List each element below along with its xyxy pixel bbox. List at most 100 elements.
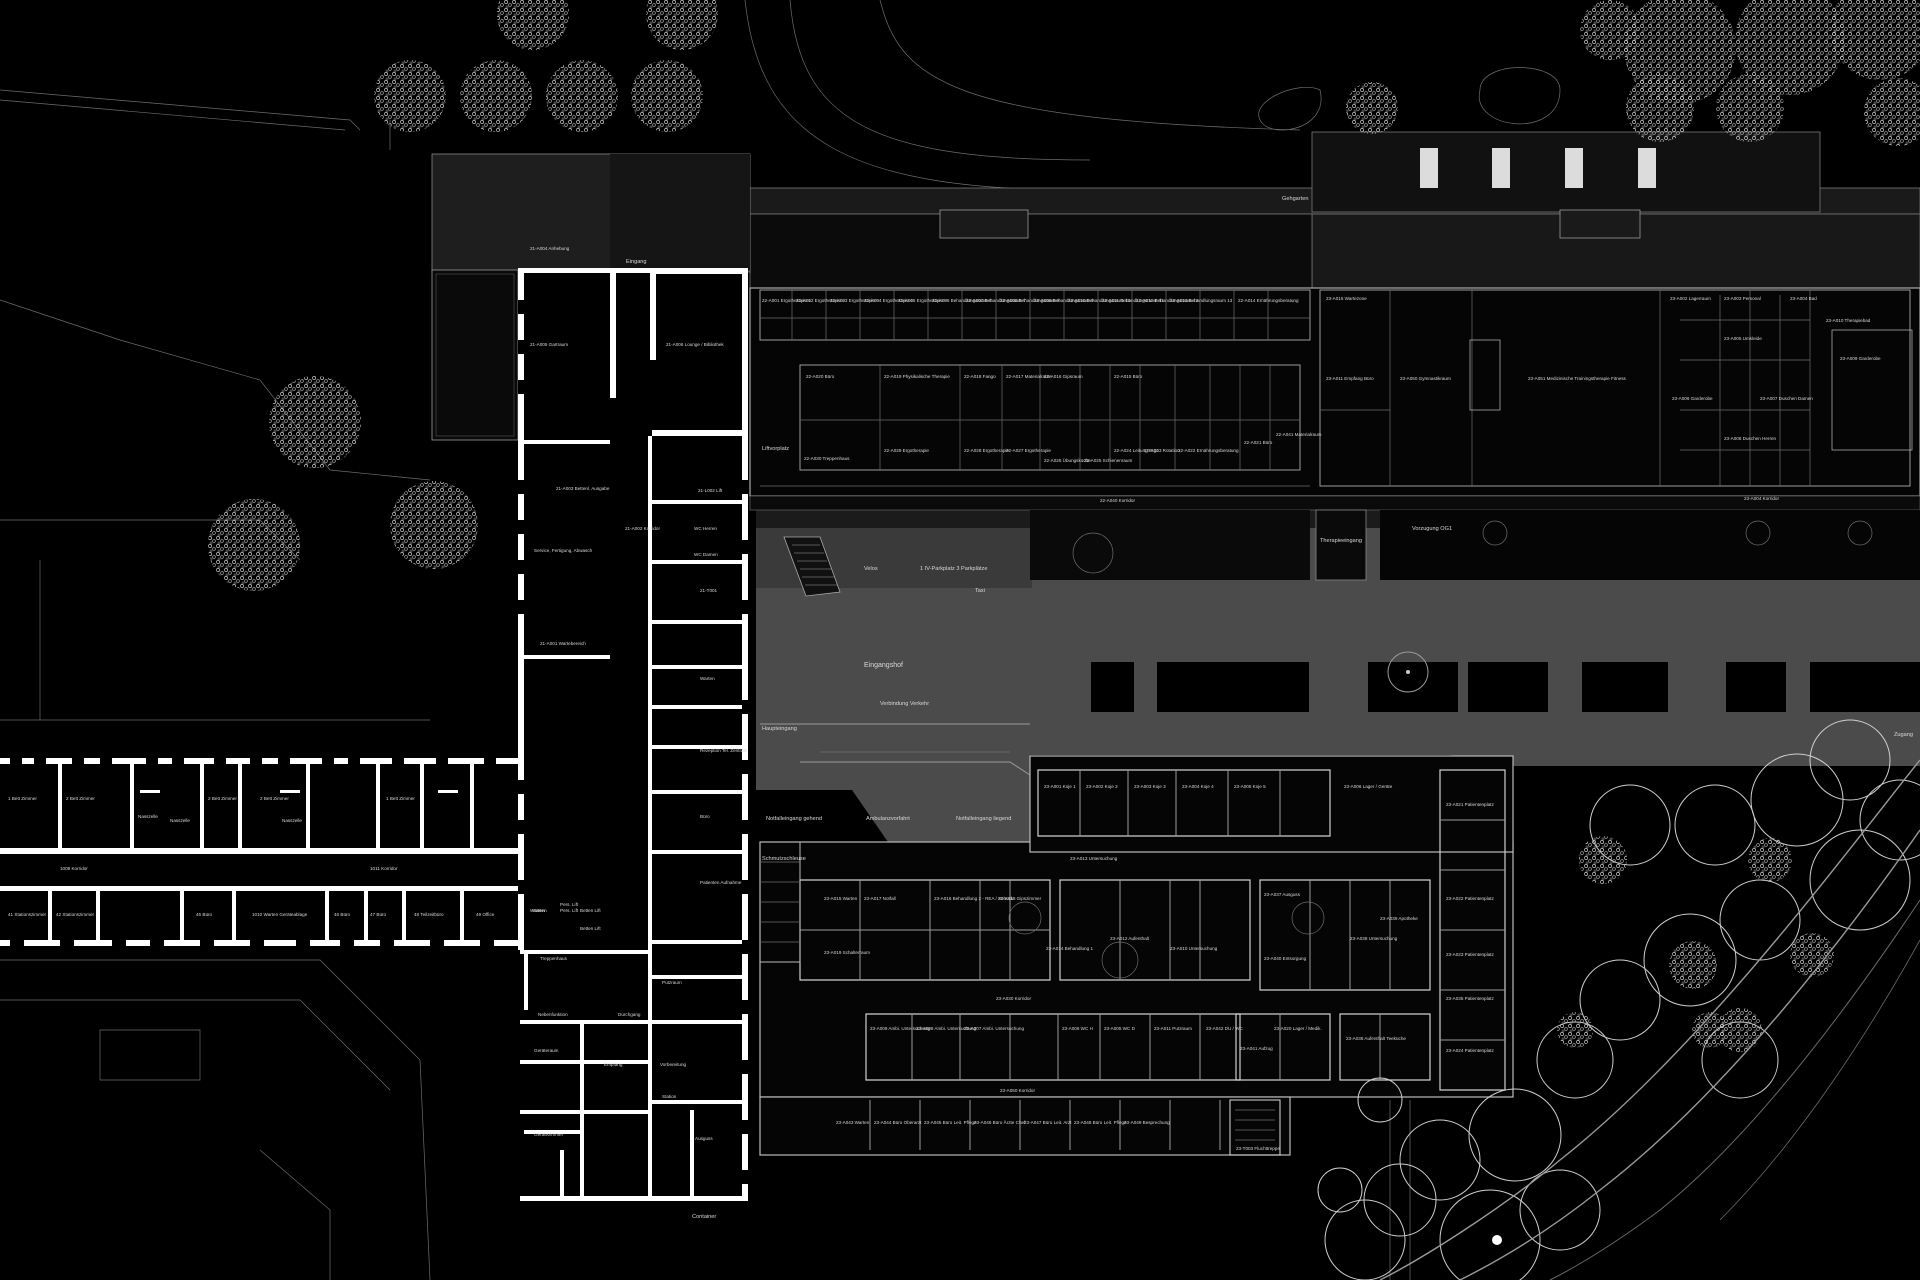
room-label: 22-A018 Fango <box>964 374 996 379</box>
room-label: Warten <box>532 908 547 913</box>
room-label: 23-A006 Lager / Geräte <box>1344 784 1393 789</box>
windows-west-wing <box>10 300 748 1184</box>
room-label: 23-A018 Gipszimmer <box>998 896 1042 901</box>
room-label: 22-A028 Ergotherapie <box>964 448 1009 453</box>
room-label: 23-A036 Aufenthalt Teeküche <box>1346 1036 1406 1041</box>
label-container: Container <box>692 1214 716 1220</box>
room-label: 23-A005 WC D <box>1104 1026 1136 1031</box>
room-label: Station <box>662 1094 677 1099</box>
room-label: 49 Office <box>476 912 495 917</box>
room-label: 47 Büro <box>370 912 387 917</box>
room-label: 2 Bett Zimmer <box>260 796 289 801</box>
garden-circles <box>1317 719 1920 1280</box>
room-label: 21-A006 Lounge / Bibliothek <box>666 342 724 347</box>
room-label: 23-A002 Lagerraum <box>1670 296 1711 301</box>
room-label: 23-A020 Lager / Medik. <box>1274 1026 1322 1031</box>
room-label: 22-A014 Ernährungsberatung <box>1238 298 1299 303</box>
room-label: 22-A002 Ergotherapie 2 <box>796 298 845 303</box>
room-label: Betten Lift <box>580 926 601 931</box>
label-therapieeingang: Therapieeingang <box>1320 538 1362 544</box>
room-label: 23-A043 Warten <box>836 1120 870 1125</box>
room-label: 23-A047 Büro Leit. Arzt <box>1024 1120 1072 1125</box>
room-label: 23-A008 Ambi. Untersuchung <box>916 1026 976 1031</box>
room-label: 22-A040 Korridor <box>1100 498 1135 503</box>
room-label: Pers. Lift <box>560 902 579 907</box>
label-taxi: Taxi <box>975 588 985 594</box>
curved-road <box>1379 759 1920 1280</box>
room-label: 23-A044 Büro Oberarzt <box>874 1120 922 1125</box>
room-label: 23-A039 Apotheke <box>1380 916 1418 921</box>
room-label: 23-A030 Korridor <box>996 996 1031 1001</box>
room-label: 23-A048 Büro Leit. Pflege <box>1074 1120 1127 1125</box>
label-eingangshof: Eingangshof <box>864 662 903 669</box>
room-label: 22-A017 Materialraum <box>1006 374 1052 379</box>
room-label: 48 Teilzeitbüro <box>414 912 444 917</box>
room-label: 23-A006 WC H <box>1062 1026 1093 1031</box>
room-label: Warten <box>530 908 545 913</box>
room-label: 23-A040 Entsorgung <box>1264 956 1307 961</box>
room-label: 23-A023 Patientenplatz <box>1446 952 1494 957</box>
room-label: Nasszelle <box>138 814 158 819</box>
room-label: Empfang <box>604 1062 623 1067</box>
room-label: 22-A001 Ergotherapie 1 <box>762 298 811 303</box>
wing-23-north-labels: 23-A015 Wartezone 23-A011 Empfang Büro 2… <box>1326 296 1881 501</box>
room-label: 23-A050 Gymnastikraum <box>1400 376 1451 381</box>
room-label: 23-A004 Bad <box>1790 296 1817 301</box>
room-label: 23-A015 Warten <box>824 896 858 901</box>
room-label: Nebenfunktion <box>538 1012 568 1017</box>
room-label: 21-L002 Lift <box>698 488 723 493</box>
room-label: 23-A013 Untersuchung <box>1070 856 1118 861</box>
room-label: 22-A006 Behandlungsraum 6 <box>932 298 992 303</box>
label-haupteingang: Haupteingang <box>762 726 797 732</box>
emergency-wing-23 <box>759 755 1514 1156</box>
room-label: 22-A030 Treppenhaus <box>804 456 850 461</box>
room-label: WC Herren <box>694 526 717 531</box>
room-label: 22-A016 Gipsraum <box>1044 374 1083 379</box>
room-label: 22-A012 Behandlungsraum 12 <box>1136 298 1199 303</box>
room-label: 23-A021 Patientenplatz <box>1446 802 1494 807</box>
room-label: 23-A022 Patientenplatz <box>1446 896 1494 901</box>
room-label: Putzraum <box>662 980 682 985</box>
room-label: 22-A025 Schienenraum <box>1084 458 1132 463</box>
room-label: 2 Bett Zimmer <box>66 796 95 801</box>
room-label: 22-A009 Behandlungsraum 9 <box>1034 298 1094 303</box>
room-label: 23-A015 Wartezone <box>1326 296 1367 301</box>
room-label: 23-A003 Personal <box>1724 296 1761 301</box>
room-label: 45 Büro <box>196 912 213 917</box>
room-label: 2 Bett Zimmer <box>208 796 237 801</box>
room-label: 1011 Korridor <box>370 866 398 871</box>
room-label: 23-A004 Korridor <box>1744 496 1779 501</box>
room-label: 23-A035 Patientenplatz <box>1446 996 1494 1001</box>
room-label: 23-A002 Koje 2 <box>1086 784 1118 789</box>
room-label: 23-A014 Behandlung 1 <box>1046 946 1093 951</box>
room-label: 23-A010 Therapiebad <box>1826 318 1871 323</box>
room-label: 22-A015 Büro <box>1114 374 1143 379</box>
room-label: 22-A026 Übungsküche <box>1044 457 1091 463</box>
wing-21-labels: 21-A004 Anhebung 21-A005 Gartraum 21-A00… <box>530 246 748 1141</box>
room-label: 22-A005 Ergotherapie 5 <box>898 298 947 303</box>
label-schmutzschleuse: Schmutzschleuse <box>762 856 806 862</box>
room-label: 22-A041 Materialraum <box>1276 432 1322 437</box>
room-label: 23-A005 Koje 5 <box>1234 784 1266 789</box>
room-label: 23-A009 Garderobe <box>1840 356 1881 361</box>
room-label: 23-A050 Korridor <box>1000 1088 1035 1093</box>
room-label: 1010 Warten Geräteablage <box>252 912 308 917</box>
wing-23-south-labels: 23-A001 Koje 1 23-A002 Koje 2 23-A003 Ko… <box>824 784 1494 1151</box>
room-label: 21-A001 Wartebereich <box>540 641 586 646</box>
room-label: 23-A008 Duschen Herren <box>1724 436 1777 441</box>
room-label: 22-A008 Behandlungsraum 8 <box>1000 298 1060 303</box>
room-label: 46 Büro <box>334 912 351 917</box>
label-velos: Velos <box>864 566 878 572</box>
room-label: Durchgang <box>618 1012 641 1017</box>
room-label: Nasszelle <box>282 818 302 823</box>
room-label: 23-A045 Büro Leit. Pflege <box>924 1120 977 1125</box>
room-label: 23-A011 Empfang Büro <box>1326 376 1374 381</box>
room-label: 22-A003 Ergotherapie 3 <box>830 298 879 303</box>
room-label: Büro <box>700 814 710 819</box>
room-label: 23-A051 Medizinische Trainingstherapie F… <box>1528 376 1626 381</box>
room-label: 23-A005 Umkleide <box>1724 336 1762 341</box>
trees <box>208 0 1920 591</box>
room-label: 21-A004 Anhebung <box>530 246 570 251</box>
label-verbindung: Verbindung Verkehr <box>880 701 929 707</box>
room-label: 23-A024 Patientenplatz <box>1446 1048 1494 1053</box>
